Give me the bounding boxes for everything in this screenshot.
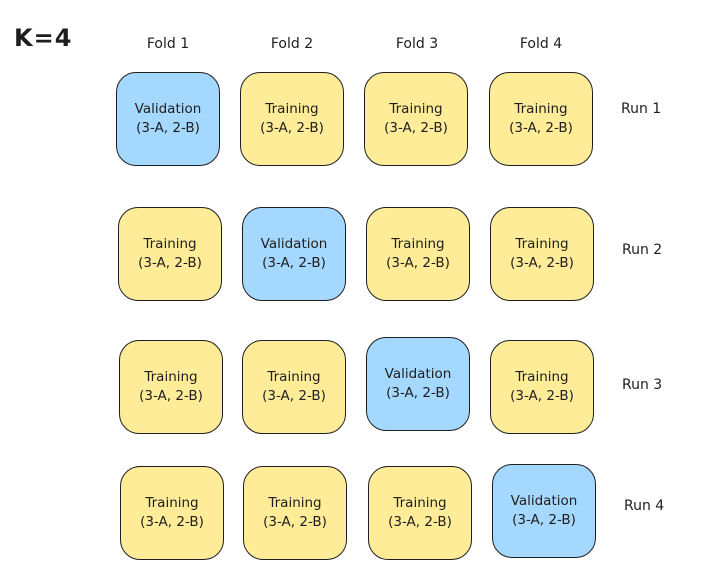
- cell-split: (3-A, 2-B): [260, 120, 324, 136]
- cell-split: (3-A, 2-B): [384, 120, 448, 136]
- cell-role: Training: [268, 495, 322, 511]
- cell-split: (3-A, 2-B): [509, 120, 573, 136]
- cell-split: (3-A, 2-B): [512, 512, 576, 528]
- cell-role: Training: [144, 369, 198, 385]
- cell-role: Training: [514, 101, 568, 117]
- cell-run1-fold3: Training (3-A, 2-B): [364, 72, 468, 166]
- cell-split: (3-A, 2-B): [138, 255, 202, 271]
- cell-role: Training: [267, 369, 321, 385]
- cell-run4-fold3: Training (3-A, 2-B): [368, 466, 472, 560]
- cell-role: Training: [515, 369, 569, 385]
- fold-header-4: Fold 4: [519, 36, 563, 52]
- cell-run1-fold1: Validation (3-A, 2-B): [116, 72, 220, 166]
- cell-run4-fold2: Training (3-A, 2-B): [243, 466, 347, 560]
- run-label-3: Run 3: [622, 377, 663, 393]
- cell-role: Validation: [384, 366, 452, 382]
- fold-header-1: Fold 1: [146, 36, 190, 52]
- cell-run2-fold3: Training (3-A, 2-B): [366, 207, 470, 301]
- cell-role: Training: [393, 495, 447, 511]
- k-label: K=4: [14, 24, 73, 52]
- cell-run4-fold1: Training (3-A, 2-B): [120, 466, 224, 560]
- cell-role: Training: [391, 236, 445, 252]
- run-label-4: Run 4: [624, 498, 665, 514]
- cell-split: (3-A, 2-B): [139, 388, 203, 404]
- cell-split: (3-A, 2-B): [510, 255, 574, 271]
- cell-run4-fold4: Validation (3-A, 2-B): [492, 464, 596, 558]
- cell-run1-fold2: Training (3-A, 2-B): [240, 72, 344, 166]
- cell-role: Validation: [134, 101, 202, 117]
- cell-run3-fold4: Training (3-A, 2-B): [490, 340, 594, 434]
- cell-run2-fold2: Validation (3-A, 2-B): [242, 207, 346, 301]
- cell-split: (3-A, 2-B): [386, 255, 450, 271]
- cell-run1-fold4: Training (3-A, 2-B): [489, 72, 593, 166]
- cell-role: Training: [515, 236, 569, 252]
- cell-split: (3-A, 2-B): [262, 255, 326, 271]
- cell-role: Training: [389, 101, 443, 117]
- cell-split: (3-A, 2-B): [386, 385, 450, 401]
- cell-role: Training: [265, 101, 319, 117]
- cell-split: (3-A, 2-B): [388, 514, 452, 530]
- cell-run3-fold2: Training (3-A, 2-B): [242, 340, 346, 434]
- cell-split: (3-A, 2-B): [262, 388, 326, 404]
- cell-role: Validation: [510, 493, 578, 509]
- cell-run2-fold1: Training (3-A, 2-B): [118, 207, 222, 301]
- cell-run3-fold1: Training (3-A, 2-B): [119, 340, 223, 434]
- fold-header-3: Fold 3: [395, 36, 439, 52]
- cell-run3-fold3: Validation (3-A, 2-B): [366, 337, 470, 431]
- cell-role: Validation: [260, 236, 328, 252]
- cell-split: (3-A, 2-B): [510, 388, 574, 404]
- run-label-1: Run 1: [621, 101, 662, 117]
- cell-split: (3-A, 2-B): [140, 514, 204, 530]
- cell-role: Training: [143, 236, 197, 252]
- cell-run2-fold4: Training (3-A, 2-B): [490, 207, 594, 301]
- cell-split: (3-A, 2-B): [136, 120, 200, 136]
- fold-header-2: Fold 2: [270, 36, 314, 52]
- cell-role: Training: [145, 495, 199, 511]
- cell-split: (3-A, 2-B): [263, 514, 327, 530]
- run-label-2: Run 2: [622, 242, 663, 258]
